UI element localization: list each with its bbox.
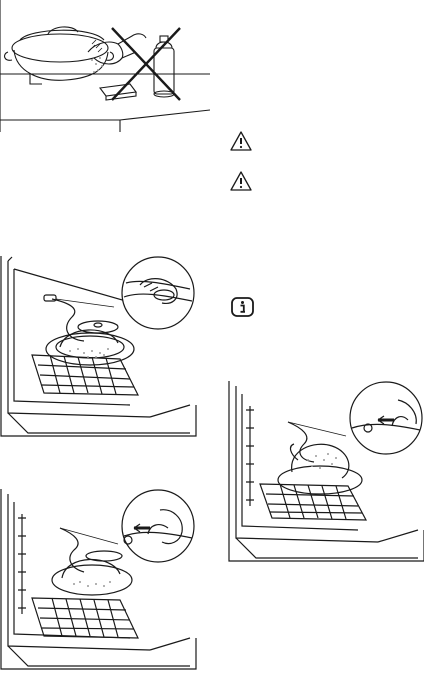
warning-triangle-icon: [229, 130, 253, 152]
oven-probe-insert-illustration: [0, 255, 197, 437]
warning-triangle-icon: [229, 170, 253, 192]
info-icon: [231, 297, 254, 317]
oven-probe-remove-illustration: [228, 380, 424, 562]
cleaning-illustration: [0, 0, 210, 135]
oven-probe-remove-illustration: [0, 488, 197, 670]
